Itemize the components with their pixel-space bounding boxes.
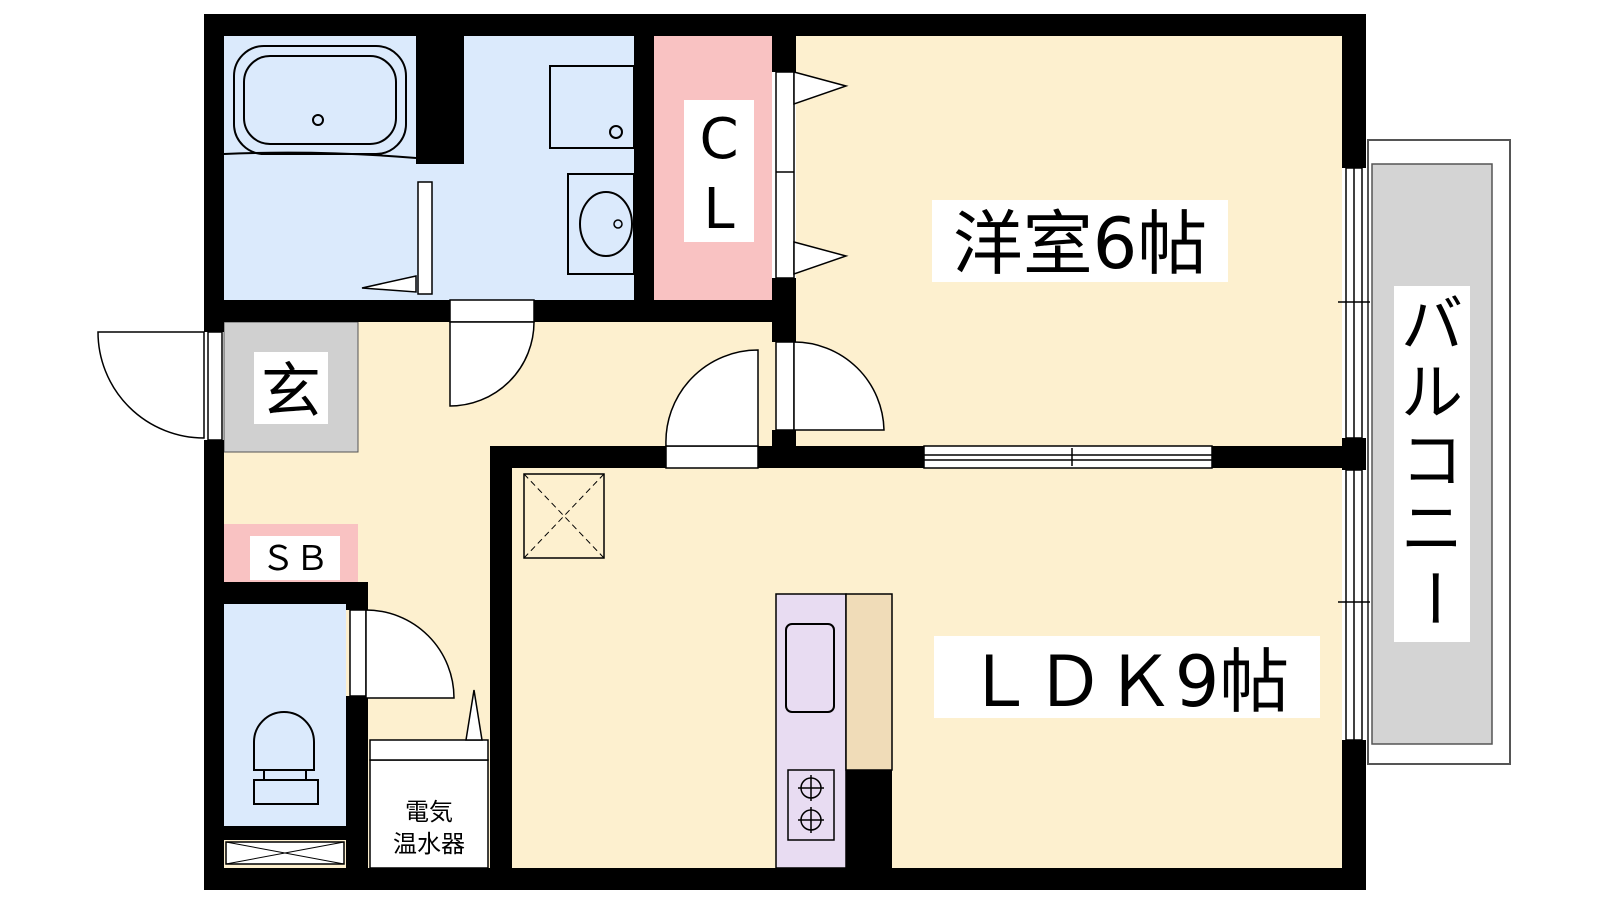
bathtub (223, 45, 417, 159)
closet-door-leaf-2 (793, 241, 849, 276)
walls (204, 14, 1366, 890)
ldk-door-swing (665, 349, 759, 447)
floor-hatch (523, 473, 605, 559)
window-ldk (1338, 469, 1370, 741)
closet-label-l: L (703, 177, 734, 242)
western-door-swing (793, 341, 885, 431)
entrance-label: 玄 (261, 357, 321, 427)
window-western (1338, 167, 1370, 439)
entry-door-swing (97, 331, 205, 439)
cooktop (787, 769, 835, 841)
washroom-door-swing (449, 321, 535, 407)
balcony-label-3: コ (1401, 424, 1463, 497)
washbasin (567, 173, 635, 275)
western-room-label: 洋室6帖 (953, 203, 1208, 285)
shoebox-label: ＳＢ (261, 539, 329, 579)
bath-door-leaf (361, 275, 417, 293)
balcony-label-5: ー (1397, 567, 1470, 629)
burners (798, 775, 824, 833)
toilet-door-swing (365, 609, 455, 699)
heater-door-leaf (465, 689, 483, 741)
closet-door-leaf-1 (793, 71, 849, 106)
water-heater-label-1: 電気 (405, 798, 453, 826)
washbasin-bowl (579, 191, 633, 257)
toilet-fixture (253, 711, 319, 805)
washer-drain (609, 125, 623, 139)
balcony-label-1: バ (1401, 288, 1463, 361)
svg-text:ー: ー (1397, 567, 1470, 629)
closet-label-c: C (699, 107, 738, 172)
water-heater-label-2: 温水器 (393, 830, 465, 858)
kitchen-cabinet (845, 593, 893, 771)
ldk-label: ＬＤＫ9帖 (965, 641, 1290, 723)
balcony-label-2: ル (1401, 356, 1463, 429)
washer-space (549, 65, 635, 149)
closet-door-frame (775, 71, 795, 279)
balcony-label-4: ニ (1401, 492, 1463, 565)
bath-door-frame (417, 181, 433, 295)
kitchen-sink (785, 623, 835, 713)
water-heater-box (369, 759, 489, 869)
sliding-door-western-ldk (923, 445, 1213, 469)
